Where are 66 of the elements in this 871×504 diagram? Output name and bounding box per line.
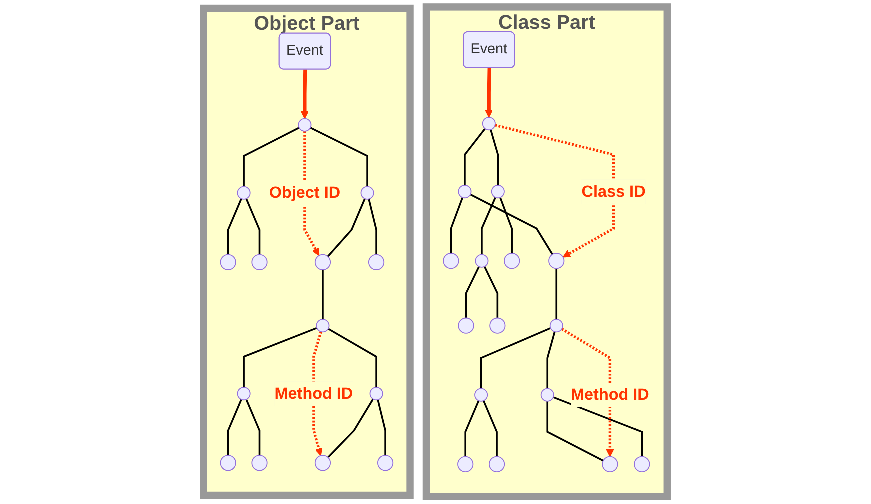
node-ellipse <box>220 254 236 270</box>
connector <box>490 130 500 186</box>
node-ellipse <box>634 456 650 472</box>
connector <box>482 400 498 457</box>
connector <box>465 266 480 318</box>
connector <box>464 128 486 186</box>
node-circle <box>475 254 489 268</box>
connector <box>227 399 242 456</box>
edge-label: Class ID <box>582 182 646 200</box>
edge-label: Method ID <box>274 384 354 402</box>
connector <box>368 199 378 255</box>
node-ellipse <box>458 456 474 472</box>
node-ellipse <box>458 318 474 334</box>
node-ellipse <box>252 254 268 270</box>
node-circle <box>298 118 312 132</box>
node-circle <box>360 186 374 200</box>
node-circle <box>550 319 564 333</box>
connector <box>470 194 554 256</box>
node-ellipse <box>314 455 332 472</box>
connector <box>481 197 496 255</box>
connector <box>480 328 552 389</box>
node-circle <box>540 388 554 402</box>
connector <box>464 400 480 457</box>
connector <box>556 268 558 320</box>
arrow <box>485 68 494 118</box>
connector <box>500 197 513 254</box>
node-ellipse <box>490 318 506 334</box>
node-circle <box>370 387 384 401</box>
node-ellipse <box>504 253 520 270</box>
connector <box>243 327 318 388</box>
node-circle <box>491 185 505 199</box>
node-circle <box>482 117 496 131</box>
arrow <box>494 124 616 258</box>
connector <box>450 197 464 254</box>
connector <box>310 127 368 187</box>
node-ellipse <box>548 253 565 270</box>
connector <box>328 328 378 388</box>
connector <box>553 396 644 457</box>
connector <box>327 198 366 258</box>
node-ellipse <box>220 455 236 472</box>
connector <box>484 266 499 318</box>
node-ellipse <box>602 456 618 472</box>
node-ellipse <box>488 456 506 472</box>
connector <box>246 198 261 255</box>
node-ellipse <box>378 455 394 472</box>
node-circle <box>237 387 251 401</box>
arrow <box>301 70 309 120</box>
connector <box>546 401 604 462</box>
connector <box>377 400 386 456</box>
connector <box>322 270 324 320</box>
node-circle <box>316 319 330 333</box>
edge-label: Object ID <box>269 184 341 202</box>
connector <box>243 127 300 187</box>
connector <box>328 398 374 458</box>
node-circle <box>474 388 488 402</box>
connector <box>246 399 261 456</box>
node-ellipse <box>252 455 268 472</box>
edge-label: Method ID <box>571 386 650 404</box>
node-ellipse <box>368 254 385 270</box>
node-ellipse <box>443 253 460 270</box>
arrow <box>561 328 614 458</box>
node-circle <box>237 186 251 200</box>
connector <box>546 332 556 389</box>
connector <box>227 198 242 255</box>
node-ellipse <box>314 254 332 270</box>
node-circle <box>458 185 472 199</box>
